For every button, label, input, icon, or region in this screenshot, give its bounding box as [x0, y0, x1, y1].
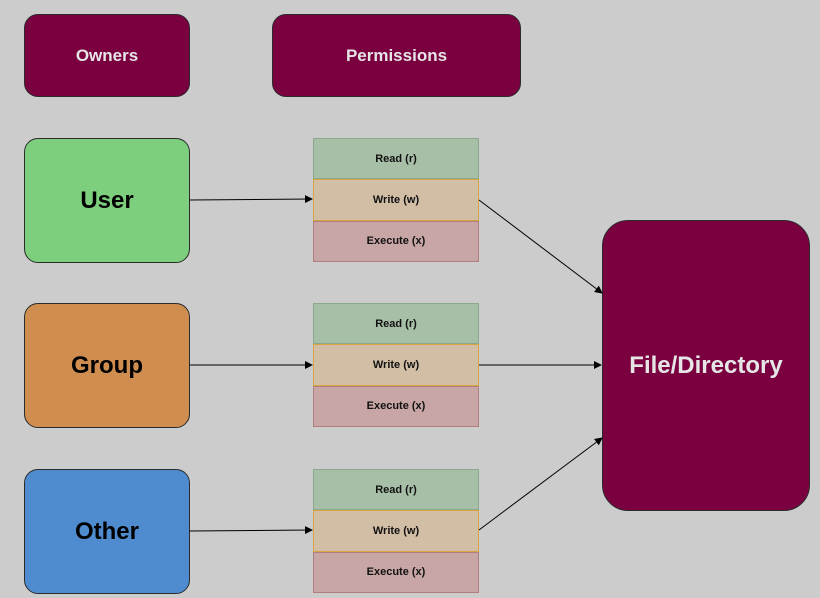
file-directory-box: File/Directory — [602, 220, 810, 511]
perm-execute-cell: Execute (x) — [313, 551, 479, 593]
permissions-header-label: Permissions — [345, 45, 448, 65]
owners-header-label: Owners — [75, 45, 139, 65]
arrow-other-to-permissions — [189, 526, 313, 535]
owner-user-label: User — [80, 186, 134, 214]
arrow-user-perms-to-file — [478, 199, 603, 294]
perm-write-cell: Write (w) — [313, 179, 479, 221]
permission-set-group: Read (r) Write (w) Execute (x) — [313, 303, 479, 427]
perm-read-cell: Read (r) — [313, 469, 479, 511]
owner-user-box: User — [24, 138, 190, 263]
perm-write-cell: Write (w) — [313, 344, 479, 386]
file-directory-label: File/Directory — [629, 351, 783, 379]
permission-set-user: Read (r) Write (w) Execute (x) — [313, 138, 479, 262]
owner-other-box: Other — [24, 469, 190, 594]
perm-read-cell: Read (r) — [313, 138, 479, 180]
owner-group-box: Group — [24, 303, 190, 428]
owner-other-label: Other — [74, 517, 139, 545]
arrow-user-to-permissions — [189, 195, 313, 204]
permissions-header: Permissions — [272, 14, 521, 97]
permission-set-other: Read (r) Write (w) Execute (x) — [313, 469, 479, 593]
owner-group-label: Group — [71, 351, 143, 379]
perm-execute-cell: Execute (x) — [313, 220, 479, 262]
perm-write-cell: Write (w) — [313, 510, 479, 552]
perm-execute-cell: Execute (x) — [313, 385, 479, 427]
arrow-other-perms-to-file — [478, 437, 603, 531]
perm-read-cell: Read (r) — [313, 303, 479, 345]
owners-header: Owners — [24, 14, 190, 97]
